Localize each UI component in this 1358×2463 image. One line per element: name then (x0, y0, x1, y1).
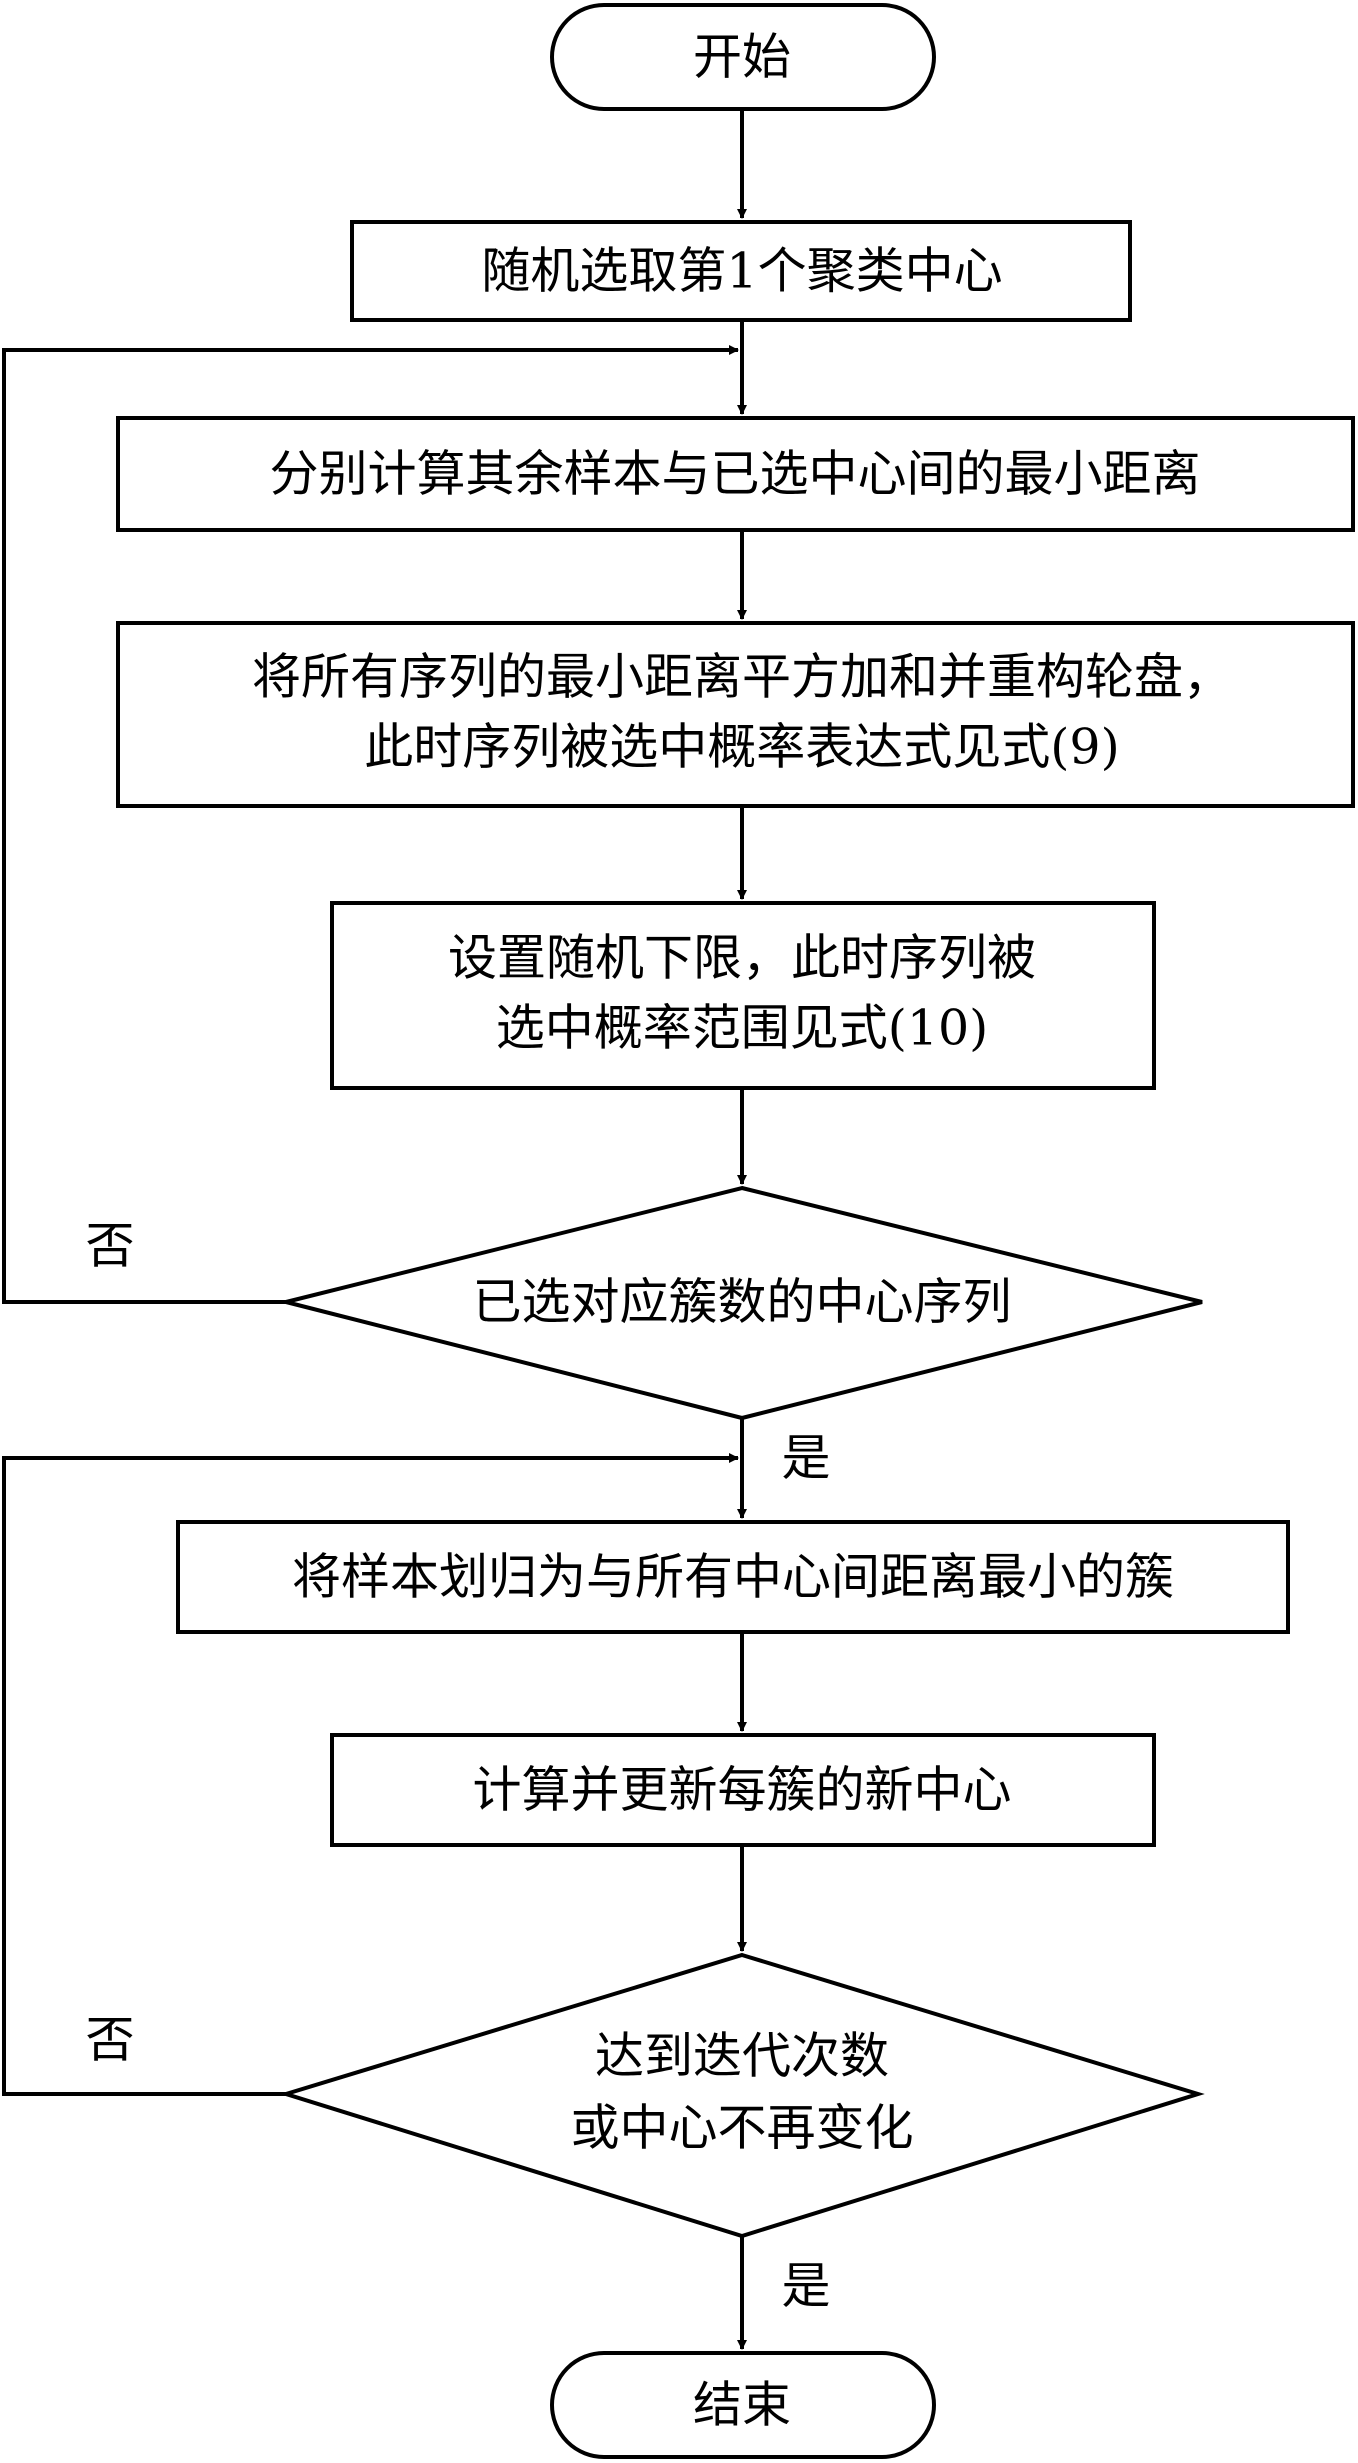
end-label: 结束 (693, 2377, 791, 2434)
branch-label-no-2: 否 (85, 2012, 134, 2069)
decision-stop-condition-label-line2: 或中心不再变化 (570, 2100, 913, 2157)
update-cluster-centers-label: 计算并更新每簇的新中心 (472, 1762, 1011, 1819)
loop-back-no-1 (2, 345, 739, 1304)
update-cluster-centers-box (330, 1733, 1156, 1847)
loop-back-no-2 (2, 1453, 739, 2096)
assign-to-nearest-cluster-label: 将样本划归为与所有中心间距离最小的簇 (292, 1549, 1174, 1606)
end-terminal (550, 2351, 936, 2459)
select-first-center-label: 随机选取第1个聚类中心 (481, 243, 1002, 300)
set-lower-limit-label-line1: 设置随机下限，此时序列被 (448, 930, 1036, 987)
compute-min-distance-label: 分别计算其余样本与已选中心间的最小距离 (269, 446, 1200, 503)
sum-and-rebuild-wheel-label-line1: 将所有序列的最小距离平方加和并重构轮盘， (252, 649, 1232, 706)
compute-min-distance-box (116, 416, 1355, 532)
set-lower-limit-label-line2: 选中概率范围见式(10) (496, 1000, 989, 1057)
sum-and-rebuild-wheel-label-line2: 此时序列被选中概率表达式见式(9) (364, 719, 1119, 776)
assign-to-nearest-cluster-box (176, 1520, 1290, 1634)
start-label: 开始 (693, 29, 791, 86)
decision-stop-condition-label-line1: 达到迭代次数 (595, 2028, 889, 2085)
sum-and-rebuild-wheel-box (116, 621, 1355, 808)
select-first-center-box (350, 220, 1132, 322)
branch-label-yes-2: 是 (781, 2258, 830, 2315)
decision-centers-selected-label: 已选对应簇数的中心序列 (472, 1274, 1011, 1331)
decision-stop-condition (279, 1952, 1205, 2239)
branch-label-no-1: 否 (85, 1218, 134, 1275)
branch-label-yes-1: 是 (781, 1430, 830, 1487)
